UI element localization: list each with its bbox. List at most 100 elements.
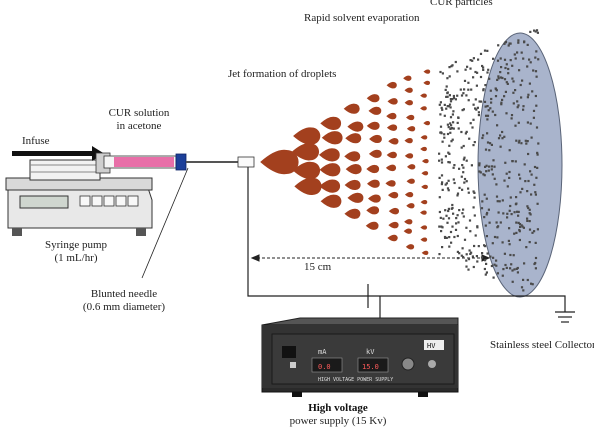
cur-particle <box>496 272 499 275</box>
cur-particle <box>523 41 526 44</box>
cur-particle <box>535 75 538 78</box>
cur-particle <box>489 142 492 145</box>
cur-particle <box>446 123 449 126</box>
cur-particle <box>464 132 467 135</box>
cur-particle <box>495 259 498 262</box>
cur-particle <box>470 164 473 167</box>
cur-particle <box>456 257 459 260</box>
cur-particle <box>534 30 537 33</box>
cur-particle <box>484 165 487 168</box>
cur-particle <box>495 221 498 224</box>
droplet <box>368 194 381 203</box>
cur-particle <box>514 124 517 127</box>
droplet <box>319 179 341 193</box>
cur-particle <box>520 224 523 227</box>
cur-particle <box>449 122 452 125</box>
cur-particle <box>537 58 540 61</box>
cur-particle <box>486 71 489 74</box>
cur-particle <box>512 102 515 105</box>
collector-plate <box>477 32 563 298</box>
cur-particle <box>517 221 520 224</box>
cur-particle <box>536 153 539 156</box>
cur-particle <box>533 29 536 32</box>
cur-particle <box>469 67 472 70</box>
cur-particle <box>464 68 467 71</box>
cur-particle <box>467 88 470 91</box>
cur-particle <box>438 103 441 106</box>
cur-particle <box>481 64 484 68</box>
cur-particle <box>514 89 517 92</box>
cur-particle <box>456 70 459 73</box>
cur-particle <box>521 187 524 190</box>
cur-particle <box>477 245 480 248</box>
cur-particle <box>516 210 519 213</box>
cur-particle <box>456 121 459 124</box>
droplet <box>385 164 397 172</box>
cur-particle <box>499 57 502 60</box>
cur-particle <box>492 159 495 162</box>
cur-particle <box>486 118 489 121</box>
cur-particle <box>528 58 531 61</box>
label-collector: Stainless steel Collector <box>490 339 594 351</box>
cur-particle <box>449 116 453 119</box>
cur-particle <box>442 217 445 220</box>
cur-particle <box>444 155 447 158</box>
cur-particle <box>497 75 500 78</box>
cur-particle <box>532 69 535 72</box>
cur-particle <box>448 236 451 239</box>
needle-hub <box>175 153 187 171</box>
cur-particle <box>443 235 447 239</box>
label-cur-solution-line1: CUR solution <box>108 107 170 119</box>
cur-particle <box>536 228 539 231</box>
cur-particle <box>461 109 464 112</box>
cur-particle <box>509 59 512 62</box>
cur-particle <box>533 183 536 186</box>
cur-particle <box>511 269 514 272</box>
droplet <box>406 178 415 184</box>
cur-particle <box>481 200 484 203</box>
cur-particle <box>441 181 444 184</box>
cur-particle <box>471 126 474 129</box>
cur-particle <box>474 98 477 101</box>
cur-particle <box>489 107 492 110</box>
cur-particle <box>485 197 488 200</box>
cur-particle <box>463 79 467 82</box>
cur-particle <box>501 98 504 101</box>
droplet <box>404 153 414 159</box>
droplet <box>421 171 429 176</box>
cur-particle <box>446 77 449 80</box>
cur-particle <box>459 88 462 91</box>
cur-particle <box>530 282 533 285</box>
cur-particle <box>508 227 511 230</box>
cur-particle <box>484 259 487 262</box>
cur-particle <box>524 180 527 183</box>
cur-particle <box>479 75 483 79</box>
cur-particle <box>522 289 525 292</box>
cur-particle <box>534 94 537 98</box>
cur-particle <box>518 238 521 242</box>
cur-particle <box>466 65 469 68</box>
cur-particle <box>499 76 503 79</box>
cur-particle <box>512 91 515 94</box>
cur-particle <box>447 189 450 192</box>
cur-particle <box>511 280 514 283</box>
cur-particle <box>485 271 488 274</box>
syringe-pump <box>5 159 153 236</box>
cur-particle <box>451 203 454 207</box>
cur-particle <box>465 253 468 256</box>
cur-particle <box>488 165 491 168</box>
cur-particle <box>533 165 537 169</box>
cur-particle <box>504 41 507 44</box>
cur-particle <box>526 43 529 46</box>
cur-particle <box>508 176 511 179</box>
droplet <box>420 210 427 215</box>
cur-particle <box>504 66 507 70</box>
cur-particle <box>441 72 444 75</box>
cur-particle <box>483 100 487 103</box>
cur-particle <box>534 193 537 196</box>
cur-particle <box>469 252 472 255</box>
cur-particle <box>453 235 456 239</box>
cur-particle <box>480 256 484 259</box>
cur-particle <box>489 89 492 92</box>
